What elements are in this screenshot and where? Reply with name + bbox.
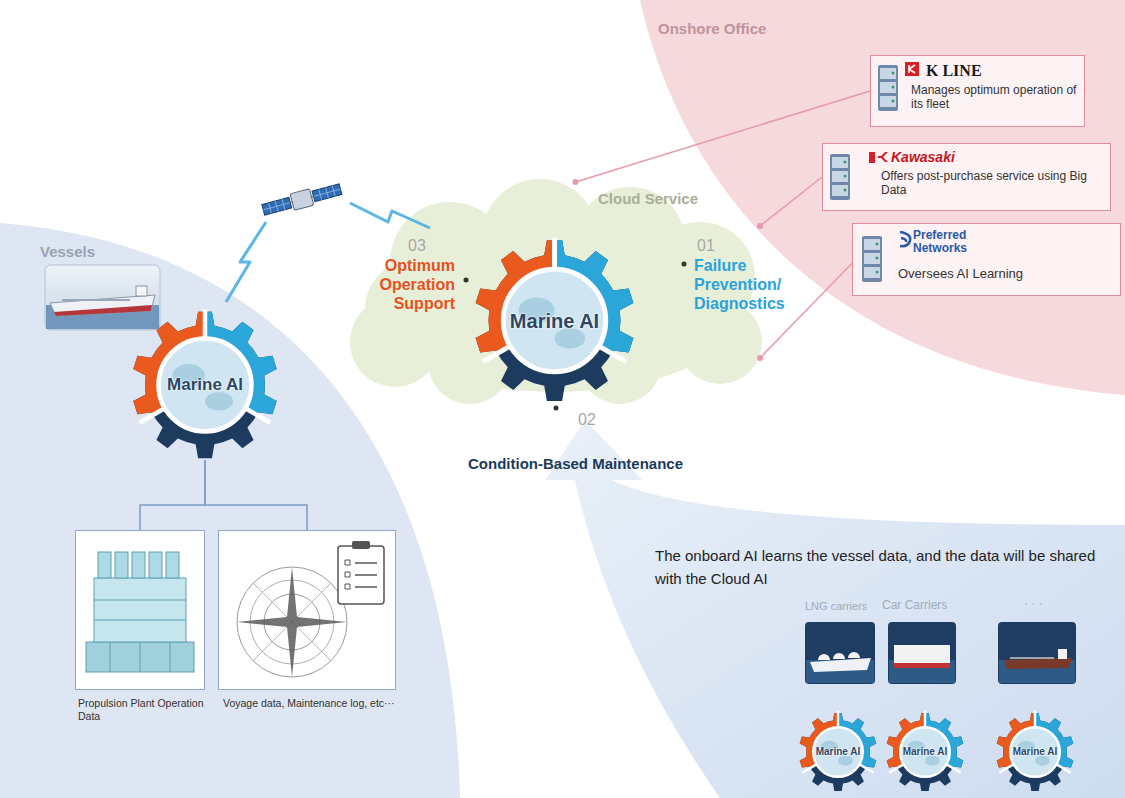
function-label: Failure Prevention/ Diagnostics bbox=[694, 256, 794, 314]
connector-dot bbox=[757, 223, 763, 229]
company-description: Manages optimum operation of its fleet bbox=[911, 83, 1077, 112]
ship-type-label: LNG carriers bbox=[805, 600, 867, 613]
gear-icon: Marine AI bbox=[472, 238, 637, 403]
company-box: KawasakiOffers post-purchase service usi… bbox=[822, 143, 1111, 211]
gear-label: Marine AI bbox=[885, 746, 965, 758]
data-box: Voyage data, Maintenance log, etc··· bbox=[218, 530, 396, 690]
gear-label: Marine AI bbox=[472, 309, 637, 333]
data-box: Propulsion Plant Operation Data bbox=[75, 530, 205, 690]
satellite bbox=[261, 181, 343, 218]
gear-icon: Marine AI bbox=[798, 712, 878, 792]
connector bbox=[205, 460, 307, 530]
function-label: Optimum Operation Support bbox=[355, 256, 455, 314]
gear-label: Marine AI bbox=[995, 746, 1075, 758]
callout-number: 02 bbox=[578, 410, 596, 429]
connector bbox=[140, 460, 205, 530]
connector bbox=[760, 177, 822, 226]
company-name: Preferred Networks bbox=[913, 229, 1008, 254]
gear-label: Marine AI bbox=[798, 746, 878, 758]
function-label: Condition-Based Maintenance bbox=[468, 455, 683, 473]
company-box: Preferred NetworksOversees AI Learning bbox=[852, 223, 1121, 296]
connector-dot bbox=[573, 179, 579, 185]
connector bbox=[576, 91, 871, 182]
box-caption: Voyage data, Maintenance log, etc··· bbox=[223, 697, 398, 710]
company-box: K LINE Manages optimum operation of its f… bbox=[870, 55, 1085, 127]
region-title: Cloud Service bbox=[598, 190, 698, 208]
company-name: K LINE bbox=[926, 61, 982, 80]
region-title: Vessels bbox=[40, 243, 95, 261]
office-region: Onshore Office K LINE Manages optimum oper… bbox=[640, 0, 1125, 400]
gear-icon: Marine AI bbox=[995, 712, 1075, 792]
company-description: Oversees AI Learning bbox=[898, 266, 1113, 282]
gear-label: Marine AI bbox=[130, 375, 280, 395]
arrow-text: The onboard AI learns the vessel data, a… bbox=[655, 545, 1110, 590]
company-name: Kawasaki bbox=[891, 149, 955, 166]
callout-number: 01 bbox=[697, 236, 715, 255]
box-caption: Propulsion Plant Operation Data bbox=[78, 697, 206, 723]
connector-dot bbox=[757, 355, 763, 361]
ship-type-label: Car Carriers bbox=[882, 598, 947, 612]
gear-icon: Marine AI bbox=[130, 310, 280, 460]
callout-number: 03 bbox=[408, 236, 426, 255]
region-title: Onshore Office bbox=[658, 20, 766, 38]
ship-type-label: · · · bbox=[1024, 596, 1043, 610]
company-description: Offers post-purchase service using Big D… bbox=[881, 169, 1103, 198]
gear-icon: Marine AI bbox=[885, 712, 965, 792]
